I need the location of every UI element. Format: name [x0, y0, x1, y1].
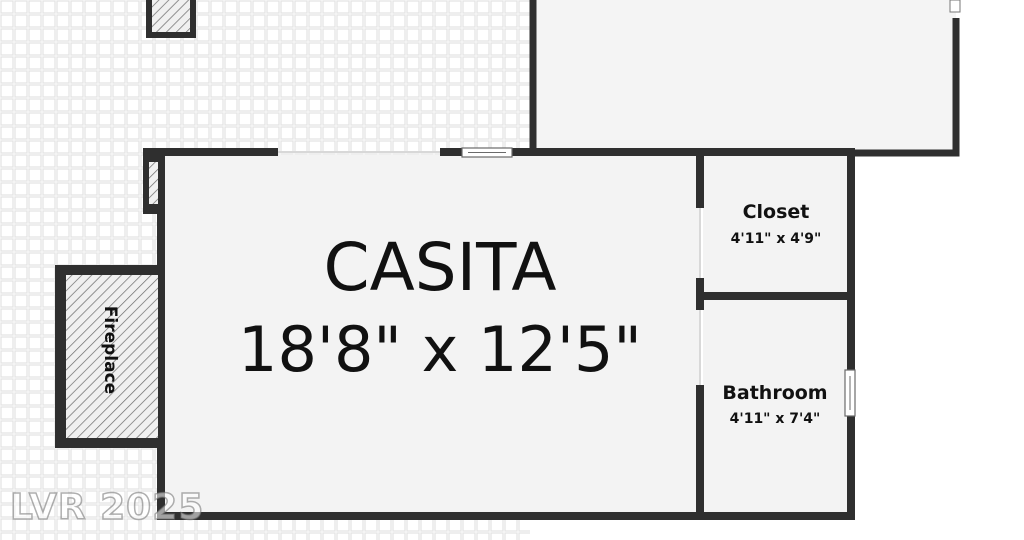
upper-room-floor: [533, 0, 956, 153]
casita-room-name: CASITA: [323, 229, 557, 306]
bathroom-room-dimensions: 4'11" x 7'4": [729, 411, 821, 427]
bathroom-floor: [703, 298, 850, 513]
bathroom-room-name: Bathroom: [722, 382, 828, 404]
fireplace-label: Fireplace: [100, 305, 120, 395]
upper-room-window: [949, 0, 961, 13]
watermark: LVR 2025: [9, 486, 205, 529]
closet-floor: [703, 155, 850, 296]
closet-room-name: Closet: [742, 201, 810, 223]
casita-floor: [163, 155, 700, 513]
fireplace-hatch: [66, 275, 158, 438]
closet-room-dimensions: 4'11" x 4'9": [730, 231, 822, 247]
casita-room-dimensions: 18'8" x 12'5": [238, 313, 642, 386]
